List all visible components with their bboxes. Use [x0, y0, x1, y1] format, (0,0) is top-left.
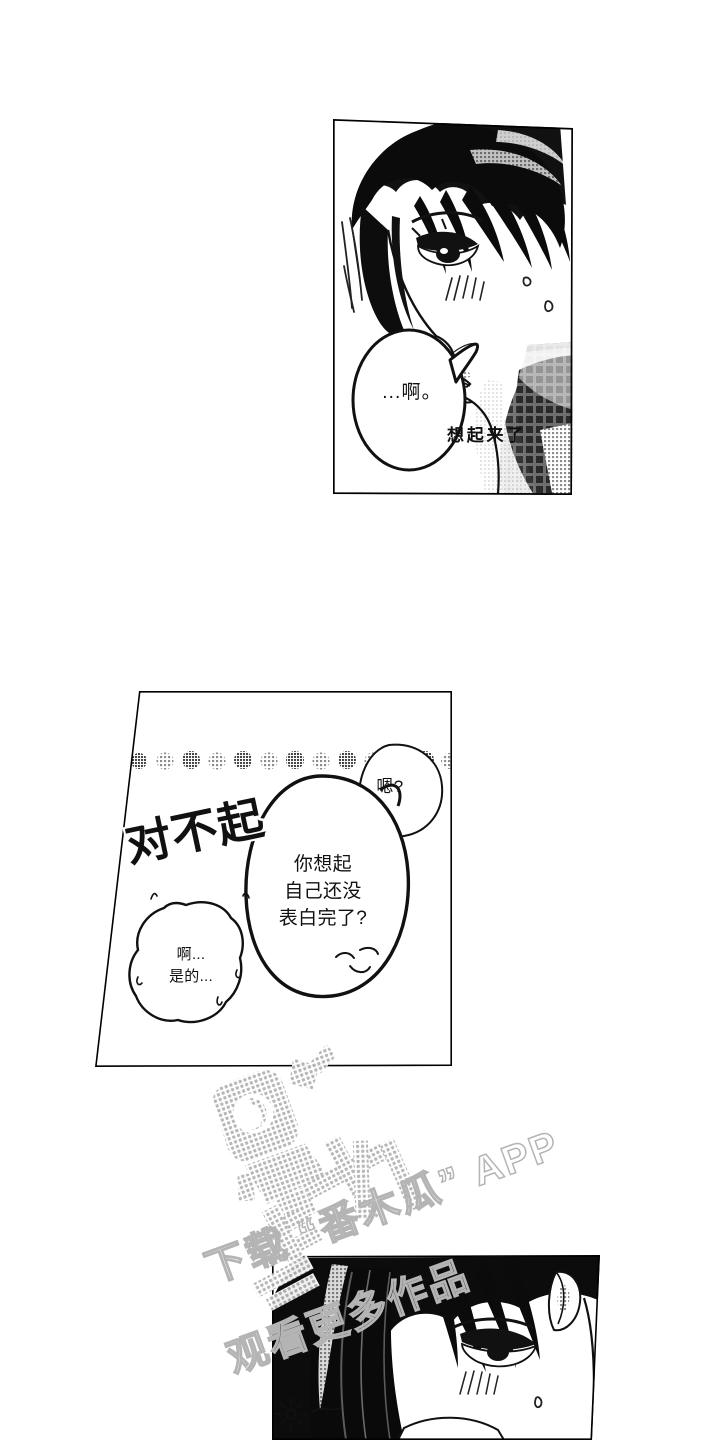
- panel-2-small-bubble-text: 嗯?: [376, 777, 404, 796]
- panel-2-sorry-text: 对不起: [120, 791, 270, 872]
- panel-1-free-text: 想起来了: [447, 426, 526, 445]
- panel-1-speech-bubble-text: ...啊。: [382, 382, 442, 403]
- panel-2-wobble-bubble-text: 啊... 是的...: [168, 946, 213, 985]
- panel-2-main-bubble-text: 你想起 自己还没 表白完了?: [278, 854, 368, 929]
- watermark-line-1: 下载 “番木瓜” APP: [199, 1122, 566, 1293]
